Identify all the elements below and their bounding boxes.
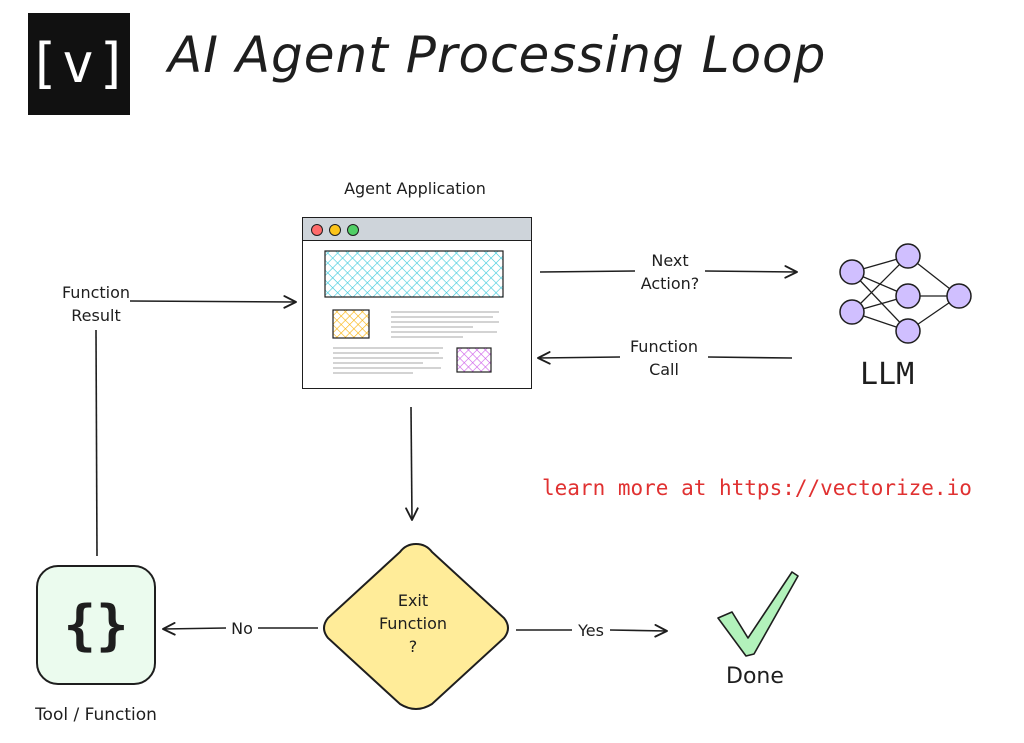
decision-text: Exit Function ? (378, 591, 448, 656)
agent-application-window (302, 217, 532, 389)
window-close-icon (311, 224, 323, 236)
arrow-agent-to-decision (405, 406, 419, 521)
llm-neural-network-icon (839, 243, 972, 344)
window-titlebar (303, 218, 531, 241)
learn-more-link[interactable]: learn more at https://vectorize.io (542, 476, 972, 500)
edge-label-function-call: Function Call (629, 337, 699, 379)
arrow-next-action (539, 270, 636, 273)
arrow-function-call (707, 356, 793, 359)
exit-function-decision (323, 542, 509, 710)
agent-application-label: Agent Application (344, 179, 486, 198)
edge-label-next-action: Next Action? (640, 251, 700, 293)
logo-text: [v] (27, 32, 131, 95)
line-tool-to-result (95, 329, 98, 557)
tool-function-box: {} (36, 565, 156, 685)
curly-braces-icon: {} (63, 593, 129, 657)
edge-label-yes: Yes (578, 621, 604, 640)
page-title: AI Agent Processing Loop (168, 26, 827, 84)
edge-label-no: No (231, 619, 253, 638)
checkmark-icon (717, 571, 799, 657)
edge-label-function-result: Function Result (61, 283, 131, 325)
tool-function-label: Tool / Function (35, 705, 157, 725)
llm-label: LLM (860, 357, 915, 392)
arrow-function-result (129, 295, 297, 309)
window-maximize-icon (347, 224, 359, 236)
done-label: Done (726, 664, 784, 689)
vectorize-logo: [v] (27, 13, 131, 115)
window-minimize-icon (329, 224, 341, 236)
window-content-illustration (324, 250, 504, 374)
